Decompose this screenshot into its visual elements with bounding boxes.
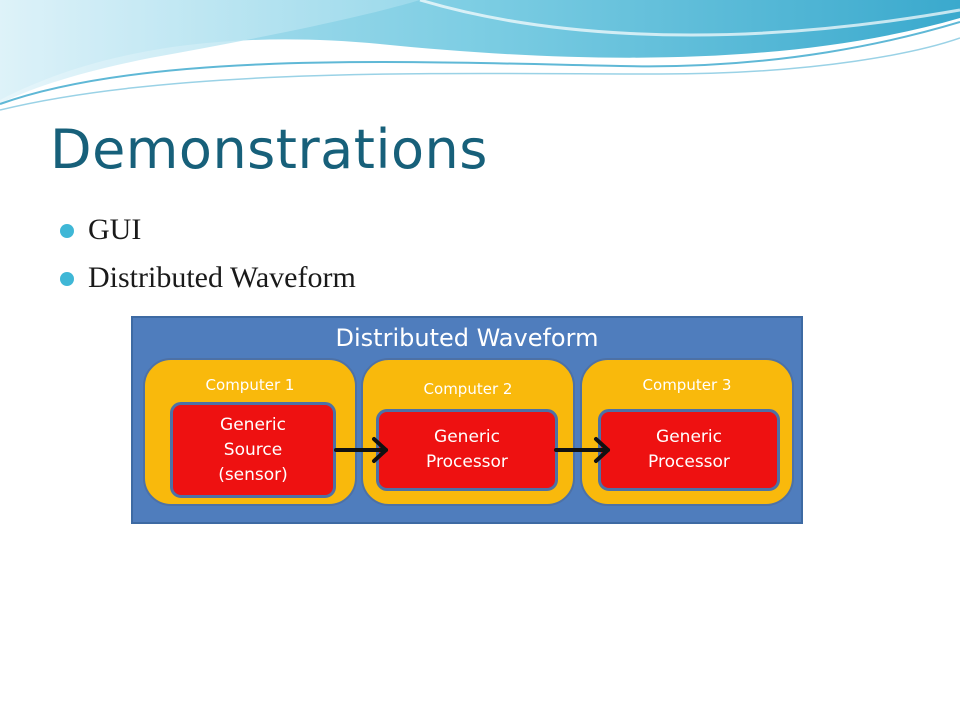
component-text-line: Generic: [220, 414, 286, 435]
bullet-item-distributed-waveform: Distributed Waveform: [60, 258, 356, 306]
generic-processor-2-box: Generic Processor: [598, 409, 780, 491]
bullet-text: Distributed Waveform: [88, 261, 356, 294]
computer-2-box: Computer 2 Generic Processor: [361, 358, 575, 506]
connection-arrows: [334, 437, 610, 463]
generic-processor-1-box: Generic Processor: [376, 409, 558, 491]
component-text-line: Source: [223, 439, 283, 460]
computer-3-box: Computer 3 Generic Processor: [580, 358, 794, 506]
slide-title: Demonstrations: [50, 118, 488, 181]
component-text-line: Processor: [426, 452, 508, 472]
component-text-line: Generic: [434, 427, 500, 447]
bullet-text: GUI: [88, 213, 142, 246]
component-text-line: Processor: [648, 452, 730, 472]
arrow-computer-1-to-2: [334, 437, 388, 463]
arrow-computer-2-to-3: [554, 437, 610, 463]
bullet-item-gui: GUI: [60, 210, 356, 258]
component-text-line: Generic: [656, 427, 722, 447]
computer-2-label: Computer 2: [423, 380, 513, 398]
diagram-title: Distributed Waveform: [335, 324, 599, 352]
bullet-marker-icon: [60, 272, 74, 286]
bullet-marker-icon: [60, 224, 74, 238]
computer-3-label: Computer 3: [642, 376, 732, 394]
bullet-list: GUI Distributed Waveform: [60, 210, 356, 306]
header-wave-decoration: [0, 0, 960, 111]
component-text-line: (sensor): [218, 464, 288, 485]
computer-1-label: Computer 1: [205, 376, 295, 394]
distributed-waveform-diagram: Distributed Waveform Computer 1 Generic …: [131, 316, 803, 524]
